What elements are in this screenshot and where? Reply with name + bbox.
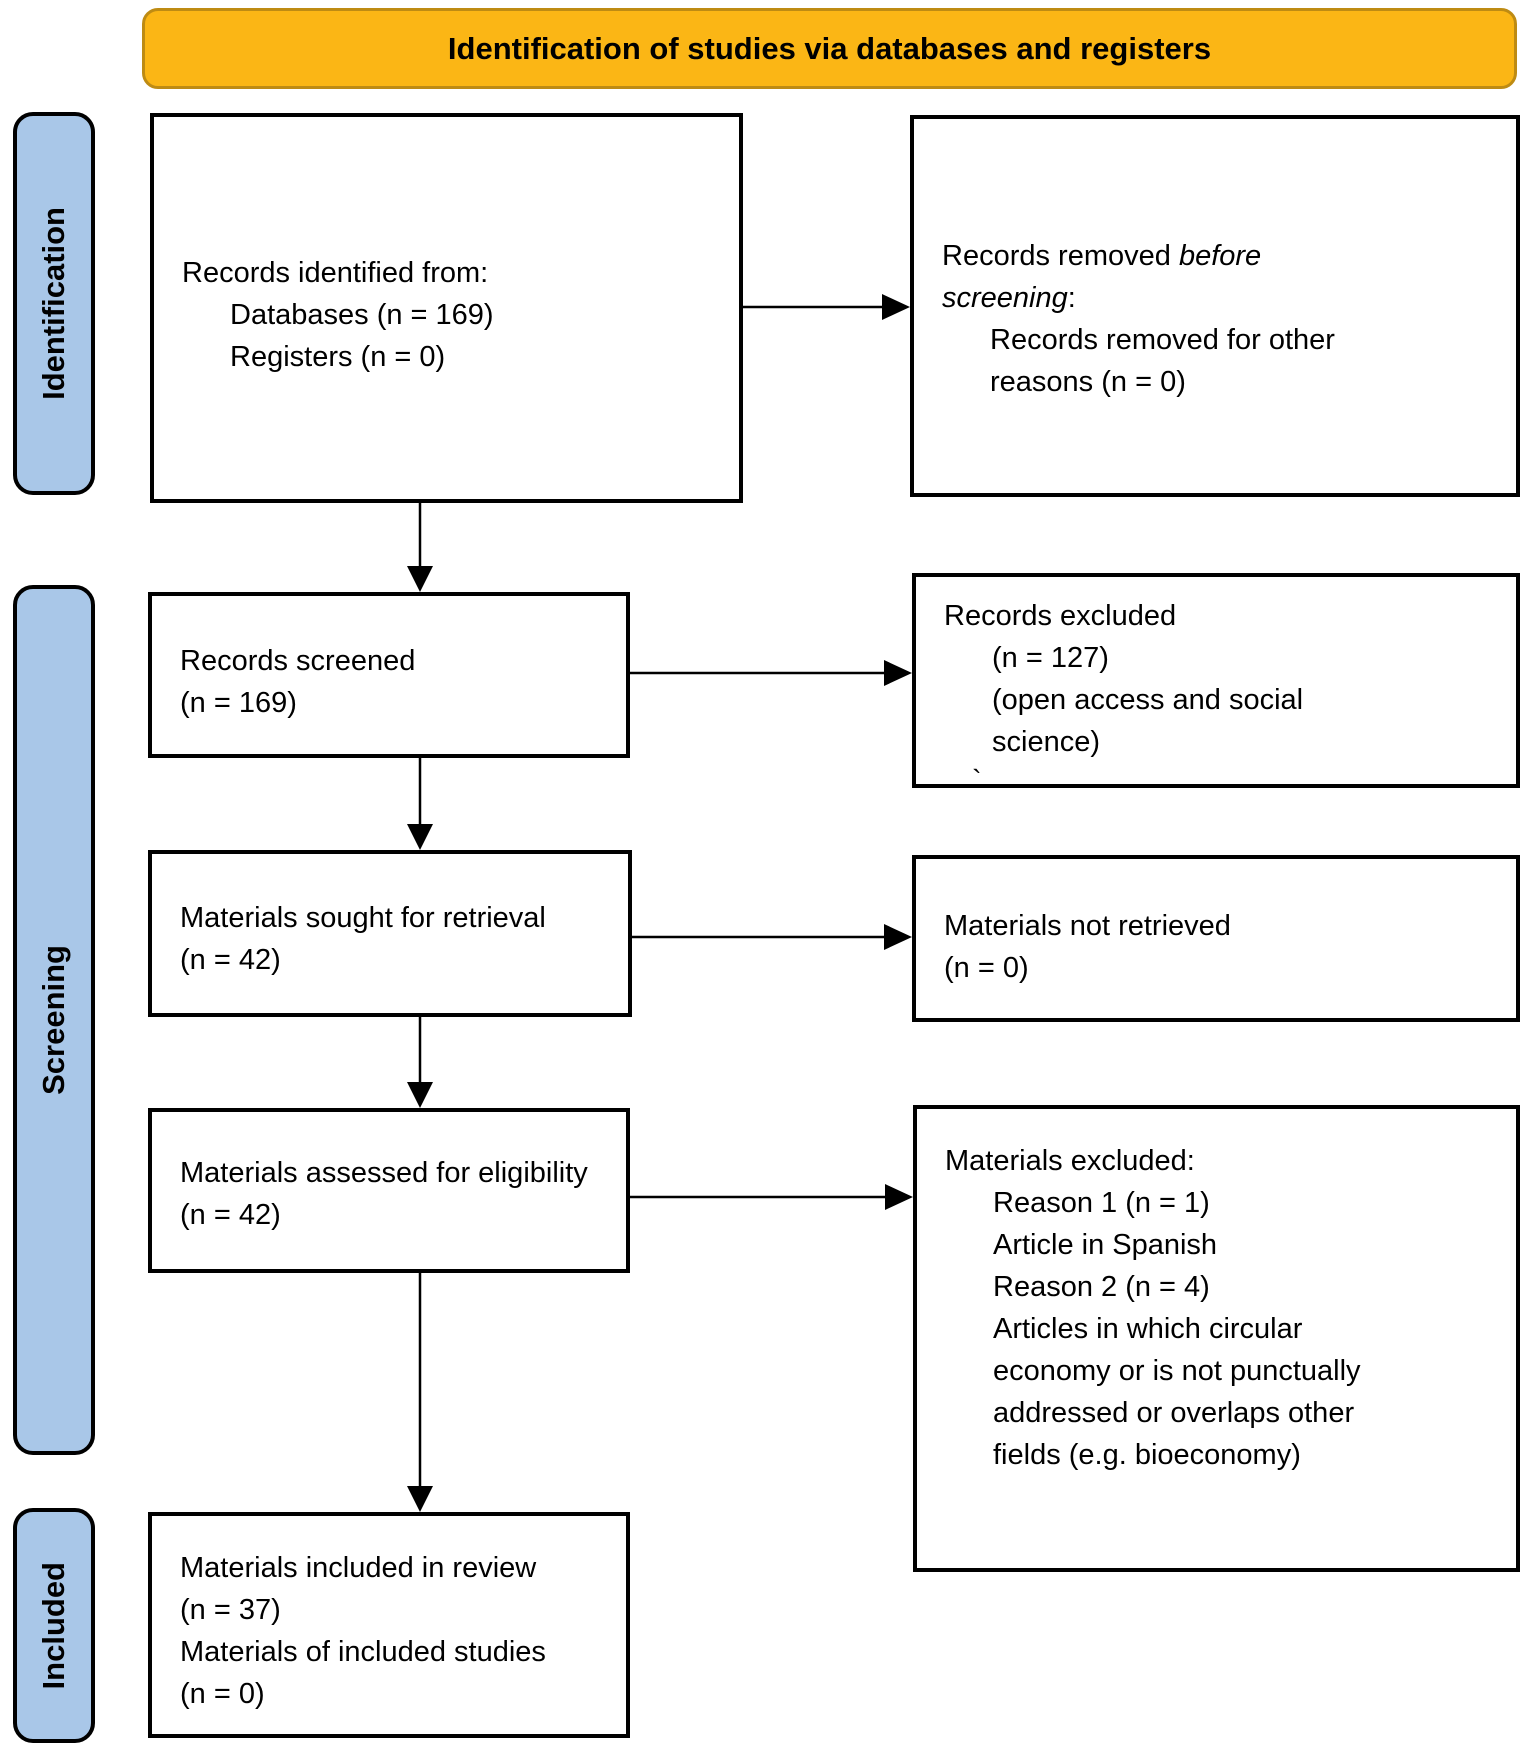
box-line: (n = 37) — [180, 1594, 281, 1626]
down-arrow-sought-to-assessed — [407, 1017, 433, 1108]
box-line: Databases (n = 169) — [230, 299, 494, 331]
box-line: (n = 0) — [180, 1678, 265, 1710]
box-line: (n = 42) — [180, 944, 281, 976]
down-arrow-identified-to-screened — [407, 503, 433, 592]
box-line: Records identified from: — [182, 257, 489, 289]
box-line: reasons (n = 0) — [990, 366, 1186, 398]
banner-identification-of-studies: Identification of studies via databases … — [142, 8, 1517, 89]
stage-bar-identification: Identification — [13, 112, 95, 495]
box-line: Articles in which circular — [993, 1313, 1303, 1345]
stage-label-screening: Screening — [36, 945, 71, 1095]
box-materials-excluded: Materials excluded: Reason 1 (n = 1) Art… — [913, 1105, 1520, 1572]
box-line: addressed or overlaps other — [993, 1397, 1355, 1429]
box-line: Materials excluded: — [945, 1145, 1195, 1177]
box-line-segment: : — [1067, 282, 1076, 314]
box-line: science) — [992, 726, 1100, 758]
box-materials-not-retrieved: Materials not retrieved (n = 0) — [912, 855, 1520, 1022]
box-materials-assessed: Materials assessed for eligibility (n = … — [148, 1108, 630, 1273]
box-line: (open access and social — [992, 684, 1304, 716]
box-materials-included: Materials included in review (n = 37) Ma… — [148, 1512, 630, 1738]
stage-label-identification: Identification — [36, 207, 71, 400]
banner-title: Identification of studies via databases … — [447, 30, 1212, 66]
stage-bar-included: Included — [13, 1508, 95, 1743]
right-arrow-screened-to-excluded — [630, 660, 912, 686]
box-records-identified: Records identified from: Databases (n = … — [150, 113, 743, 503]
box-line: Materials sought for retrieval — [180, 902, 546, 934]
box-line: economy or is not punctually — [993, 1355, 1361, 1387]
box-line: (n = 42) — [180, 1199, 281, 1231]
box-line: Reason 2 (n = 4) — [993, 1271, 1210, 1303]
stage-bar-screening: Screening — [13, 585, 95, 1455]
stray-backtick-mark: ` — [972, 765, 982, 797]
box-line: Records excluded — [944, 600, 1177, 632]
box-line: Materials included in review — [180, 1552, 537, 1584]
right-arrow-assessed-to-materials-excluded — [630, 1184, 913, 1210]
right-arrow-identified-to-removed — [743, 294, 910, 320]
box-line-segment: Records removed — [942, 240, 1179, 272]
box-line: fields (e.g. bioeconomy) — [993, 1439, 1301, 1471]
down-arrow-assessed-to-included — [407, 1273, 433, 1512]
box-line: Records screened — [180, 645, 416, 677]
box-line-segment-italic: before — [1178, 240, 1262, 272]
box-line: Materials assessed for eligibility — [180, 1157, 588, 1189]
box-line: (n = 169) — [180, 687, 297, 719]
box-line-segment-italic: screening — [942, 282, 1068, 314]
stage-label-included: Included — [36, 1561, 71, 1690]
box-materials-sought: Materials sought for retrieval (n = 42) — [148, 850, 632, 1017]
box-line: Records removed before — [942, 235, 1508, 277]
box-line: screening: — [942, 277, 1508, 319]
box-line: Materials of included studies — [180, 1636, 546, 1668]
box-line: Materials not retrieved — [944, 910, 1231, 942]
box-line: (n = 0) — [944, 952, 1029, 984]
down-arrow-screened-to-sought — [407, 758, 433, 850]
box-records-screened: Records screened (n = 169) — [148, 592, 630, 758]
box-line: Registers (n = 0) — [230, 341, 446, 373]
box-line: Article in Spanish — [993, 1229, 1218, 1261]
box-records-excluded: Records excluded (n = 127) (open access … — [912, 573, 1520, 797]
box-records-removed-before-screening: Records removed before screening: Record… — [910, 115, 1520, 497]
box-line: Reason 1 (n = 1) — [993, 1187, 1210, 1219]
right-arrow-sought-to-not-retrieved — [632, 924, 912, 950]
box-line: (n = 127) — [992, 642, 1109, 674]
box-line: Records removed for other — [990, 324, 1335, 356]
